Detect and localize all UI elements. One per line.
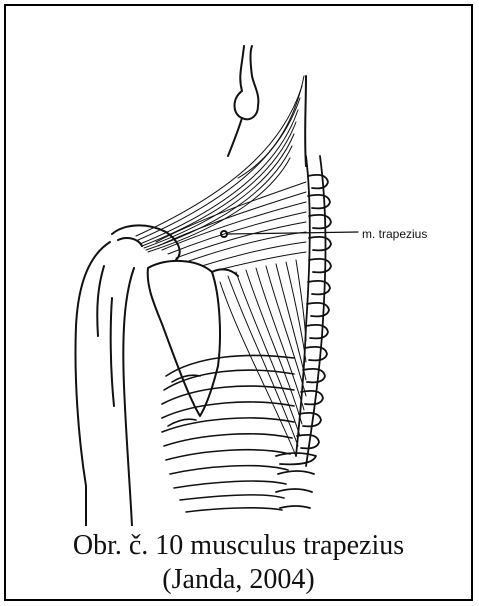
- spine: [276, 156, 331, 508]
- figure-frame: m. trapezius Obr. č. 10 musculus trapezi…: [4, 4, 473, 601]
- figure-caption: Obr. č. 10 musculus trapezius: [6, 529, 471, 563]
- ribs: [162, 355, 294, 512]
- muscle-label: m. trapezius: [362, 227, 427, 241]
- upper-arm: [75, 242, 134, 526]
- figure-citation: (Janda, 2004): [6, 563, 471, 597]
- trapezius-anatomical-illustration: [6, 6, 475, 526]
- upper-trapezius-fibers: [136, 76, 304, 252]
